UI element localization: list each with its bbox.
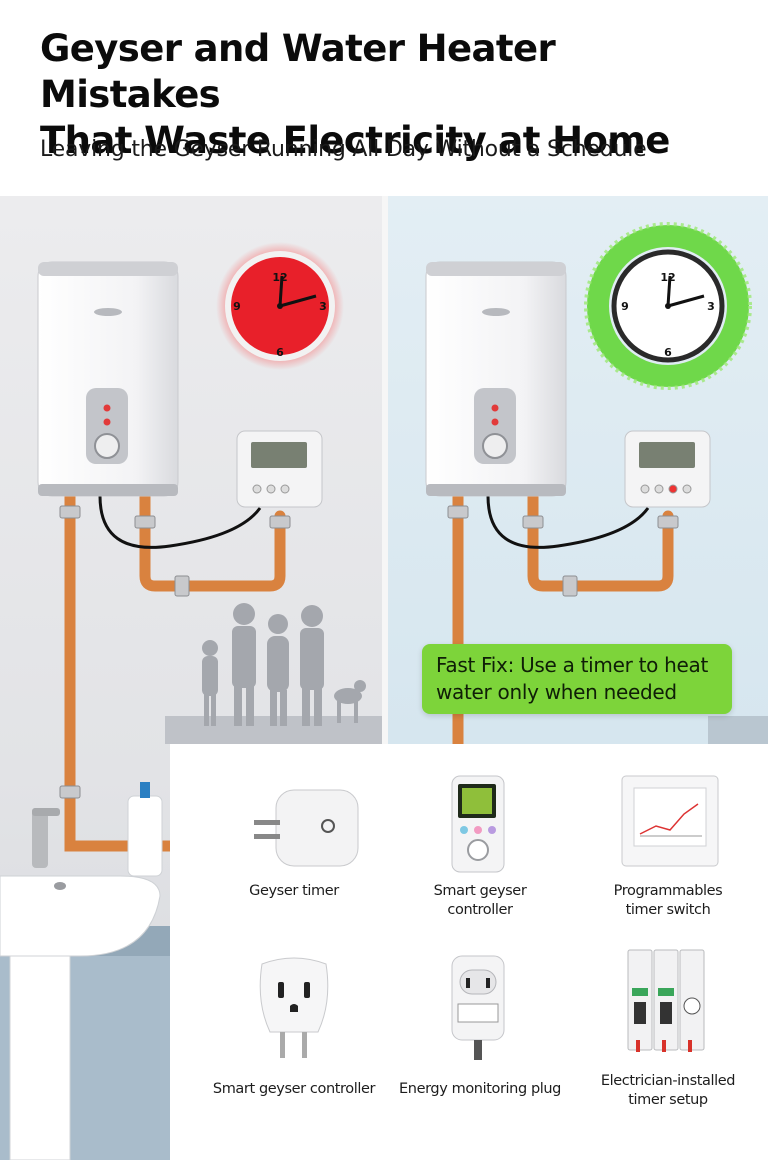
energy-plug-icon xyxy=(451,955,505,1060)
smart-controller-icon xyxy=(451,775,505,873)
breaker-timer-icon xyxy=(627,949,705,1052)
bad-scenario-illustration: 12 3 6 9 xyxy=(0,242,382,1160)
svg-text:3: 3 xyxy=(319,300,327,313)
page-subtitle: Leaving the Geyser Running All Day Witho… xyxy=(40,137,647,162)
product-label: Smart geyser controller xyxy=(212,1081,376,1097)
svg-text:12: 12 xyxy=(660,271,675,284)
product-label: Geyser timer xyxy=(249,883,339,899)
svg-text:9: 9 xyxy=(233,300,241,313)
digital-controller-left xyxy=(236,430,323,508)
product-geyser-timer: Geyser timer xyxy=(214,782,374,942)
clock-icon-green: 12 3 6 9 xyxy=(584,222,752,390)
smart-plug-icon xyxy=(259,957,329,1058)
good-scenario-illustration: 12 3 6 9 xyxy=(425,222,768,744)
product-smart-plug: Smart geyser controller xyxy=(213,952,375,1132)
plug-timer-icon xyxy=(254,789,359,867)
water-heater-tank-left xyxy=(37,261,179,497)
clock-icon-red: 12 3 6 9 xyxy=(216,242,344,370)
timer-switch-icon xyxy=(621,775,719,867)
svg-text:9: 9 xyxy=(621,300,629,313)
bathroom-sink xyxy=(0,782,170,1160)
panel-divider xyxy=(382,196,388,744)
title-line-1: Geyser and Water Heater Mistakes xyxy=(40,27,556,116)
svg-text:12: 12 xyxy=(272,271,287,284)
svg-text:6: 6 xyxy=(276,346,284,359)
water-heater-tank-right xyxy=(425,261,567,497)
fast-fix-line-2: water only when needed xyxy=(436,680,677,704)
svg-text:6: 6 xyxy=(664,346,672,359)
header: Geyser and Water Heater Mistakes That Wa… xyxy=(0,0,768,196)
svg-text:3: 3 xyxy=(707,300,715,313)
page-title: Geyser and Water Heater Mistakes That Wa… xyxy=(40,26,740,164)
digital-controller-right xyxy=(624,430,711,508)
fast-fix-callout: Fast Fix: Use a timer to heat water only… xyxy=(422,644,732,714)
product-energy-plug: Energy monitoring plug xyxy=(399,952,561,1132)
title-line-2: That Waste Electricity at Home xyxy=(40,119,670,162)
fast-fix-line-1: Fast Fix: Use a timer to heat xyxy=(436,653,708,677)
family-silhouette-icon xyxy=(202,603,366,726)
product-label: Energy monitoring plug xyxy=(399,1081,561,1097)
